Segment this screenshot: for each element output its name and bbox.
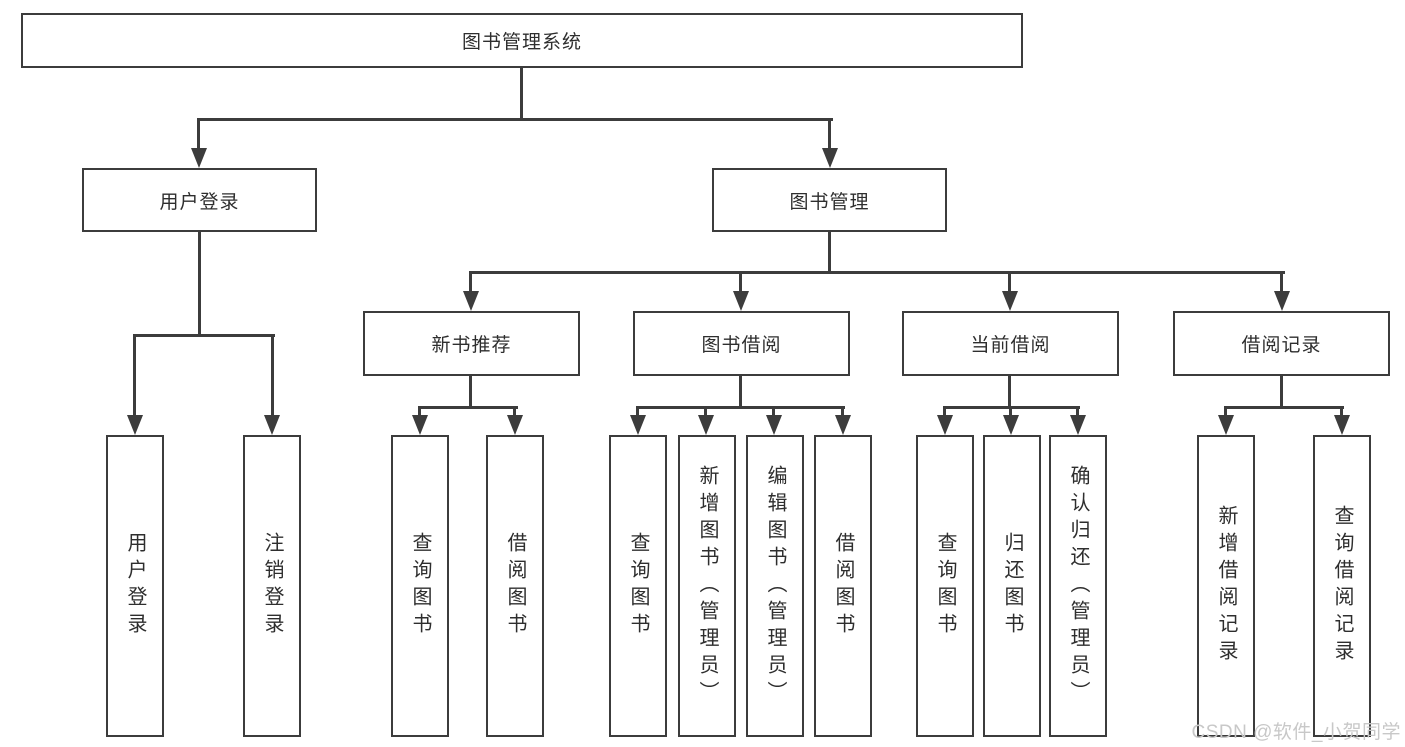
connector-line [1224,406,1344,409]
connector-line [636,406,639,418]
connector-line [828,232,831,273]
arrow-down-icon [698,415,714,435]
connector-line [197,118,833,121]
arrow-down-icon [630,415,646,435]
node-leaf-return-book: 归还图书 [983,435,1041,737]
connector-line [704,406,707,418]
node-leaf-query-borrow-record-label: 查询借阅记录 [1331,505,1353,667]
node-new-book-recommend-label: 新书推荐 [431,335,512,356]
connector-line [198,232,201,336]
arrow-down-icon [1334,415,1350,435]
node-leaf-add-borrow-record-label: 新增借阅记录 [1215,505,1237,667]
connector-line [418,406,421,418]
connector-line [772,406,775,418]
connector-line [739,376,742,408]
connector-line [1009,406,1012,418]
node-leaf-borrow-book: 借阅图书 [814,435,872,737]
node-book-borrow: 图书借阅 [633,311,850,376]
node-leaf-logout: 注销登录 [243,435,301,737]
node-leaf-borrow-book-recommend: 借阅图书 [486,435,544,737]
node-borrow-records: 借阅记录 [1173,311,1390,376]
node-current-borrow: 当前借阅 [902,311,1119,376]
connector-line [943,406,946,418]
node-current-borrow-label: 当前借阅 [970,335,1051,356]
connector-line [841,406,844,418]
arrow-down-icon [264,415,280,435]
node-user-login: 用户登录 [82,168,317,232]
connector-line [1224,406,1227,418]
connector-line [520,68,523,121]
connector-line [1008,271,1011,293]
connector-line [739,271,742,293]
node-leaf-user-login-label: 用户登录 [124,532,146,640]
connector-line [1076,406,1079,418]
node-root: 图书管理系统 [21,13,1023,68]
arrow-down-icon [412,415,428,435]
node-leaf-add-borrow-record: 新增借阅记录 [1197,435,1255,737]
connector-line [133,334,275,337]
node-leaf-confirm-return-admin-label: 确认归还（管理员） [1067,464,1089,708]
arrow-down-icon [1003,415,1019,435]
connector-line [513,406,516,418]
arrow-down-icon [937,415,953,435]
node-leaf-borrow-book-recommend-label: 借阅图书 [504,532,526,640]
node-user-login-label: 用户登录 [159,191,240,213]
node-leaf-query-book-recommend: 查询图书 [391,435,449,737]
connector-line [1340,406,1343,418]
node-book-management-label: 图书管理 [789,191,870,213]
connector-line [418,406,518,409]
node-leaf-return-book-label: 归还图书 [1001,532,1023,640]
arrow-down-icon [766,415,782,435]
connector-line [469,271,1285,274]
node-leaf-query-book-recommend-label: 查询图书 [409,532,431,640]
node-book-management: 图书管理 [712,168,947,232]
connector-line [1280,271,1283,293]
node-leaf-query-book-borrow: 查询图书 [609,435,667,737]
connector-line [271,334,274,417]
node-leaf-add-book-admin-label: 新增图书（管理员） [696,464,718,708]
arrow-down-icon [822,148,838,168]
arrow-down-icon [733,291,749,311]
arrow-down-icon [1274,291,1290,311]
node-new-book-recommend: 新书推荐 [363,311,580,376]
connector-line [197,118,200,152]
node-leaf-query-book-current: 查询图书 [916,435,974,737]
arrow-down-icon [1218,415,1234,435]
connector-line [828,118,831,152]
arrow-down-icon [1070,415,1086,435]
node-book-borrow-label: 图书借阅 [701,335,782,356]
node-leaf-borrow-book-label: 借阅图书 [832,532,854,640]
connector-line [636,406,845,409]
node-leaf-add-book-admin: 新增图书（管理员） [678,435,736,737]
connector-line [469,376,472,408]
arrow-down-icon [835,415,851,435]
watermark: CSDN @软件_小贺同学 [1191,722,1401,743]
arrow-down-icon [1002,291,1018,311]
node-root-label: 图书管理系统 [461,32,582,53]
arrow-down-icon [463,291,479,311]
node-leaf-user-login: 用户登录 [106,435,164,737]
arrow-down-icon [127,415,143,435]
arrow-down-icon [191,148,207,168]
node-leaf-query-borrow-record: 查询借阅记录 [1313,435,1371,737]
node-leaf-confirm-return-admin: 确认归还（管理员） [1049,435,1107,737]
connector-line [1280,376,1283,408]
connector-line [133,334,136,417]
connector-line [1008,376,1011,408]
arrow-down-icon [507,415,523,435]
node-leaf-query-book-current-label: 查询图书 [934,532,956,640]
connector-line [469,271,472,293]
node-borrow-records-label: 借阅记录 [1241,335,1322,356]
node-leaf-query-book-borrow-label: 查询图书 [627,532,649,640]
node-leaf-logout-label: 注销登录 [261,532,283,640]
node-leaf-edit-book-admin: 编辑图书（管理员） [746,435,804,737]
node-leaf-edit-book-admin-label: 编辑图书（管理员） [764,464,786,708]
